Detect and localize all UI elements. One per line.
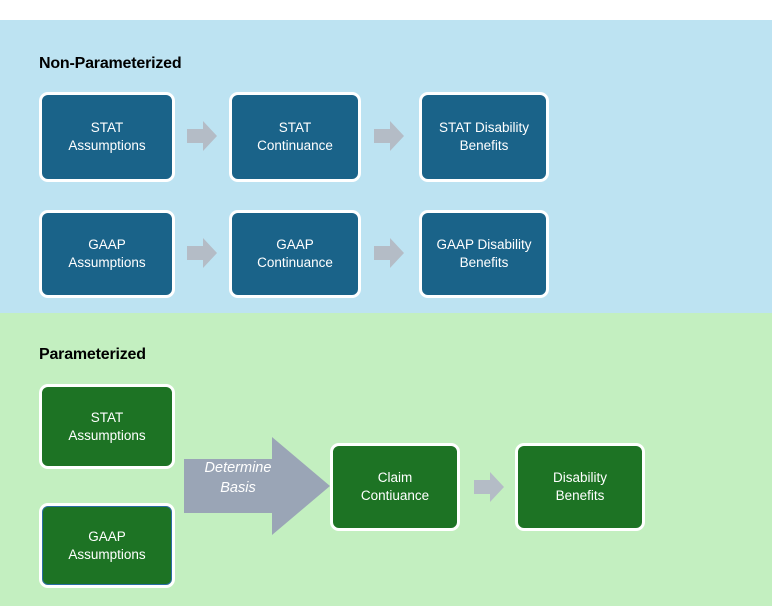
parameterized-heading: Parameterized (39, 346, 146, 363)
arrow-right-icon (374, 119, 404, 153)
arrow-right-icon (474, 470, 504, 504)
node-stat-assumptions[interactable]: STAT Assumptions (39, 92, 175, 182)
arrow-right-icon (187, 119, 217, 153)
node-label: STAT Assumptions (68, 120, 146, 153)
node-disability-benefits[interactable]: Disability Benefits (515, 443, 645, 531)
node-label: STAT Disability Benefits (438, 120, 530, 153)
node-stat-assumptions-parameterized[interactable]: STAT Assumptions (39, 384, 175, 469)
node-label: GAAP Continuance (257, 237, 333, 270)
node-label: Claim Contiuance (360, 470, 430, 503)
node-stat-continuance[interactable]: STAT Continuance (229, 92, 361, 182)
node-label: GAAP Assumptions (68, 528, 146, 562)
arrow-right-icon (374, 236, 404, 270)
determine-basis-arrow-label: Determine Basis (204, 460, 272, 496)
arrow-right-icon (187, 236, 217, 270)
node-gaap-assumptions[interactable]: GAAP Assumptions (39, 210, 175, 298)
node-label: GAAP Disability Benefits (436, 237, 532, 270)
node-label: Disability Benefits (552, 470, 607, 503)
node-stat-disability-benefits[interactable]: STAT Disability Benefits (419, 92, 549, 182)
node-gaap-continuance[interactable]: GAAP Continuance (229, 210, 361, 298)
node-claim-contiuance[interactable]: Claim Contiuance (330, 443, 460, 531)
non-parameterized-heading: Non-Parameterized (39, 55, 182, 72)
node-gaap-assumptions-parameterized[interactable]: GAAP Assumptions (39, 503, 175, 588)
determine-basis-arrow[interactable]: Determine Basis (184, 437, 330, 535)
node-gaap-disability-benefits[interactable]: GAAP Disability Benefits (419, 210, 549, 298)
node-label: STAT Assumptions (68, 409, 146, 443)
node-label: STAT Continuance (257, 120, 333, 153)
node-label: GAAP Assumptions (68, 237, 146, 270)
